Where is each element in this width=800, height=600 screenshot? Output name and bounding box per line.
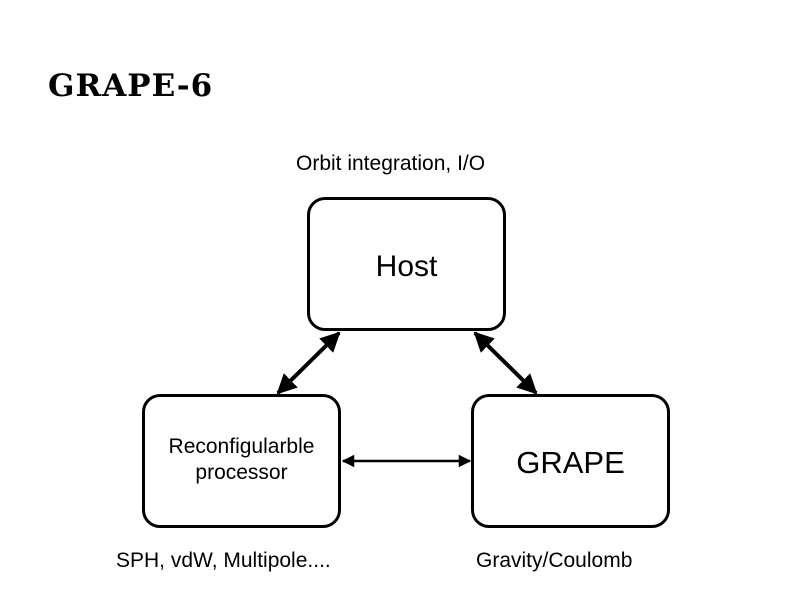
grape-label: GRAPE [516,445,625,480]
host-label: Host [375,250,438,283]
reconfigurable-processor-node: Reconfigularble processor [142,394,341,528]
reconfig-label-line2: processor [195,461,288,484]
reconfig-label-line1: Reconfigularble [168,435,315,458]
host-caption: Orbit integration, I/O [296,152,486,175]
host-node: Host [307,197,506,331]
grape-node: GRAPE [471,394,670,528]
arrow-host-grape [473,331,538,395]
grape-caption: Gravity/Coulomb [476,549,633,572]
reconfig-caption: SPH, vdW, Multipole.... [116,549,331,572]
arrow-host-reconfig [276,331,341,395]
slide-title: GRAPE-6 [48,68,214,104]
